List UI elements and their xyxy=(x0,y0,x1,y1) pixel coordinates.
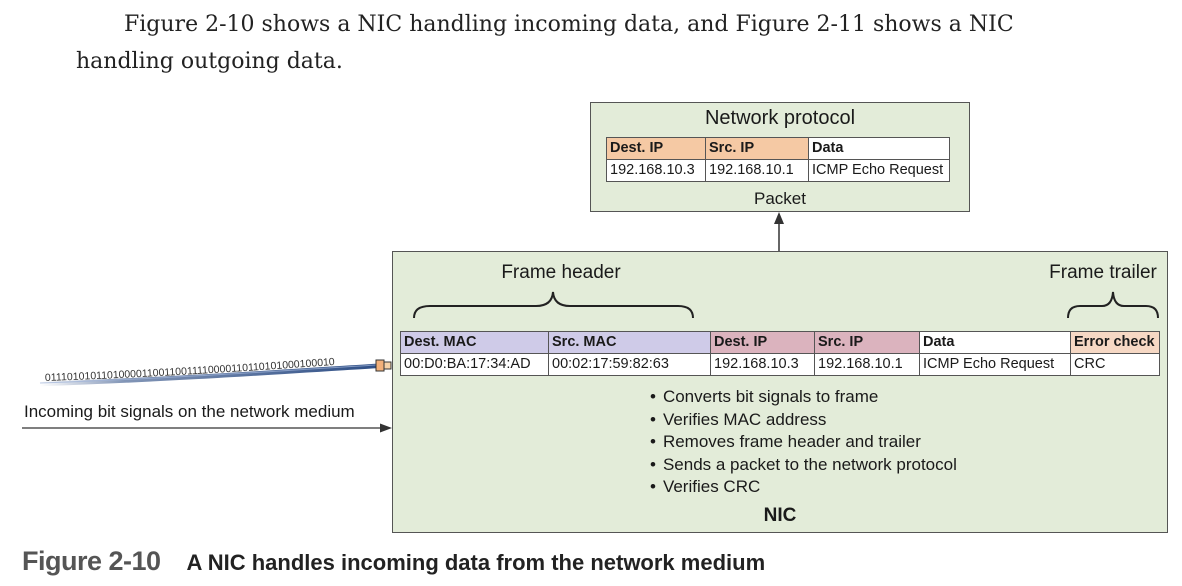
figure-number: Figure 2-10 xyxy=(22,546,161,576)
frame-header-row: Dest. MAC Src. MAC Dest. IP Src. IP Data… xyxy=(400,331,1160,354)
frame-header-dest-ip: Dest. IP xyxy=(710,331,815,354)
frame-header-dest-mac: Dest. MAC xyxy=(400,331,549,354)
frame-value-row: 00:D0:BA:17:34:AD 00:02:17:59:82:63 192.… xyxy=(400,353,1160,376)
frame-value-data: ICMP Echo Request xyxy=(919,353,1071,376)
network-cable-icon xyxy=(39,359,392,387)
intro-line-2: handling outgoing data. xyxy=(76,49,343,74)
bit-signal-path-text: 0111010101101000011001100111100001101101… xyxy=(45,356,336,384)
network-protocol-box: Network protocol Dest. IP Src. IP Data 1… xyxy=(590,102,970,212)
packet-header-src-ip: Src. IP xyxy=(705,137,809,160)
packet-table: Dest. IP Src. IP Data 192.168.10.3 192.1… xyxy=(606,137,950,182)
frame-header-data: Data xyxy=(919,331,1071,354)
nic-function-item: Converts bit signals to frame xyxy=(650,386,957,409)
up-arrow-icon xyxy=(774,212,784,251)
nic-label: NIC xyxy=(763,505,797,526)
packet-value-dest-ip: 192.168.10.3 xyxy=(606,159,706,182)
intro-paragraph: Figure 2-10 shows a NIC handling incomin… xyxy=(76,6,1156,80)
figure-caption-text: A NIC handles incoming data from the net… xyxy=(186,550,766,575)
packet-label: Packet xyxy=(754,189,806,208)
frame-value-error-check: CRC xyxy=(1070,353,1160,376)
packet-header-dest-ip: Dest. IP xyxy=(606,137,706,160)
packet-header-row: Dest. IP Src. IP Data xyxy=(606,137,950,160)
frame-value-dest-ip: 192.168.10.3 xyxy=(710,353,815,376)
nic-function-list: Converts bit signals to frame Verifies M… xyxy=(650,386,957,499)
packet-value-data: ICMP Echo Request xyxy=(808,159,950,182)
packet-value-row: 192.168.10.3 192.168.10.1 ICMP Echo Requ… xyxy=(606,159,950,182)
incoming-signal-label: Incoming bit signals on the network medi… xyxy=(24,402,355,421)
nic-function-item: Sends a packet to the network protocol xyxy=(650,454,957,477)
intro-line-1: Figure 2-10 shows a NIC handling incomin… xyxy=(124,12,1014,37)
nic-box: Frame header Frame trailer Dest. MAC Src… xyxy=(392,251,1168,533)
bit-signal-text: 0111010101101000011001100111100001101101… xyxy=(45,356,336,384)
frame-value-src-mac: 00:02:17:59:82:63 xyxy=(548,353,711,376)
frame-header-label: Frame header xyxy=(501,262,621,283)
frame-trailer-label: Frame trailer xyxy=(1049,262,1157,283)
packet-header-data: Data xyxy=(808,137,950,160)
nic-function-item: Verifies MAC address xyxy=(650,409,957,432)
frame-table: Dest. MAC Src. MAC Dest. IP Src. IP Data… xyxy=(400,331,1160,376)
frame-header-src-mac: Src. MAC xyxy=(548,331,711,354)
network-protocol-title: Network protocol xyxy=(704,107,856,129)
incoming-arrow-icon xyxy=(22,423,392,433)
frame-value-src-ip: 192.168.10.1 xyxy=(814,353,920,376)
frame-value-dest-mac: 00:D0:BA:17:34:AD xyxy=(400,353,549,376)
packet-value-src-ip: 192.168.10.1 xyxy=(705,159,809,182)
figure-caption: Figure 2-10 A NIC handles incoming data f… xyxy=(22,546,765,577)
frame-header-src-ip: Src. IP xyxy=(814,331,920,354)
nic-function-item: Verifies CRC xyxy=(650,476,957,499)
nic-function-item: Removes frame header and trailer xyxy=(650,431,957,454)
frame-header-error-check: Error check xyxy=(1070,331,1160,354)
